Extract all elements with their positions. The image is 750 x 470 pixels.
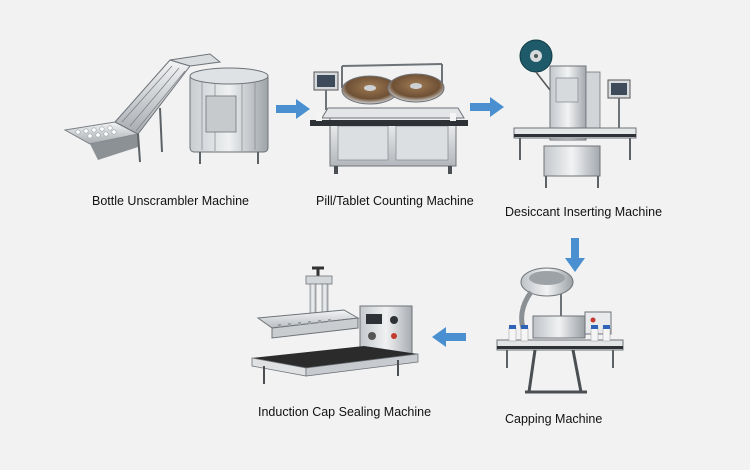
arrow-left-1 — [432, 327, 466, 347]
step-capping — [495, 262, 625, 402]
step-bottle-unscrambler — [60, 52, 275, 167]
arrow-down-1 — [565, 238, 585, 272]
step-label-bottle-unscrambler: Bottle Unscrambler Machine — [92, 194, 250, 208]
tablet-counting-machine-icon — [310, 63, 468, 174]
arrow-right-icon — [470, 97, 504, 117]
desiccant-inserting-machine-icon — [513, 39, 637, 188]
step-tablet-counting — [308, 58, 470, 176]
arrow-right-icon — [276, 99, 310, 119]
arrow-right-2 — [470, 97, 504, 117]
arrow-right-1 — [276, 99, 310, 119]
arrow-down-icon — [565, 238, 585, 272]
step-induction-sealing — [248, 264, 424, 388]
step-label-tablet-counting: Pill/Tablet Counting Machine — [316, 194, 474, 208]
bottle-unscrambler-machine-icon — [63, 53, 269, 164]
step-label-induction-sealing: Induction Cap Sealing Machine — [258, 405, 432, 419]
induction-cap-sealing-machine-icon — [251, 266, 419, 384]
capping-machine-icon — [496, 267, 624, 394]
arrow-left-icon — [432, 327, 466, 347]
step-label-capping: Capping Machine — [505, 412, 603, 426]
step-desiccant-inserting — [510, 36, 640, 196]
step-label-desiccant-inserting: Desiccant Inserting Machine — [505, 205, 663, 219]
